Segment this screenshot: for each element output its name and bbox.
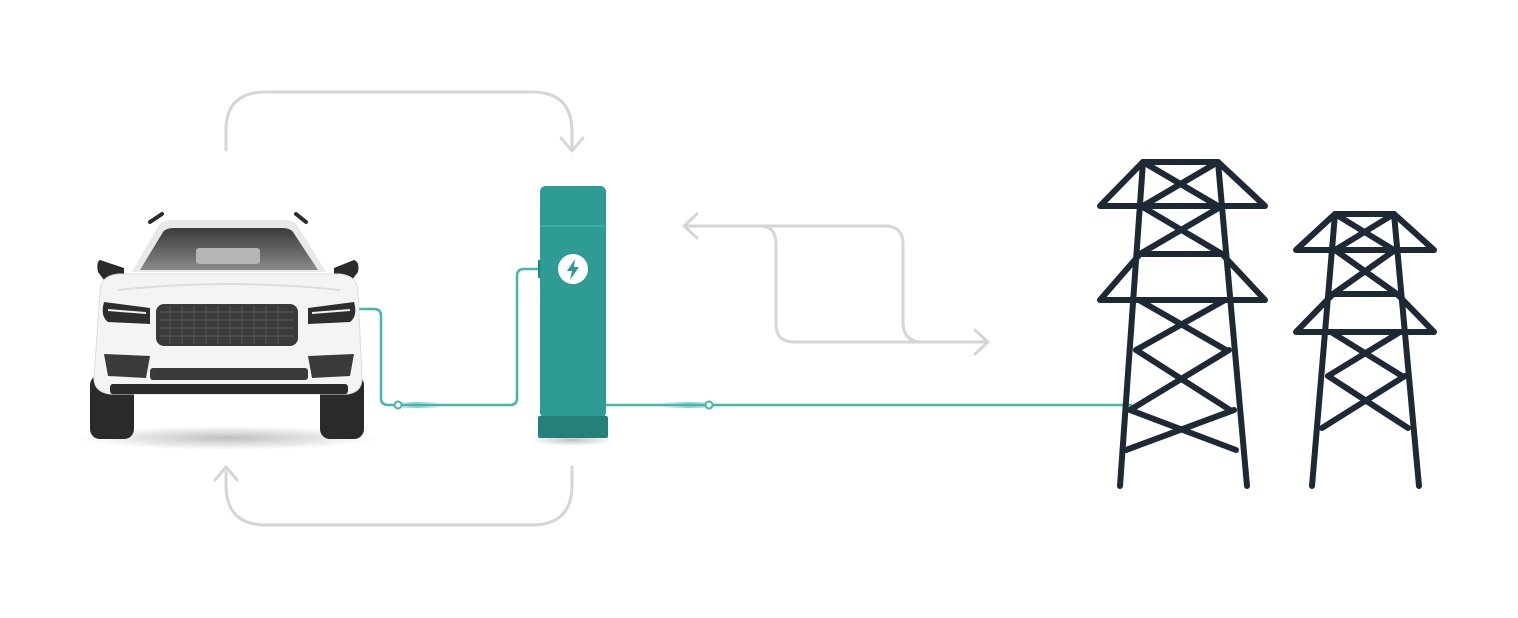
charging-station-icon xyxy=(530,186,614,446)
bottom-flow-arrow xyxy=(213,465,574,527)
export-arrow-line xyxy=(758,224,988,344)
cable-glow-right xyxy=(660,402,720,408)
pylon-small xyxy=(1293,211,1437,489)
cable-connector-left xyxy=(393,400,403,410)
top-arrow-head xyxy=(559,136,585,153)
return-arrow-head xyxy=(682,212,699,240)
export-arrow-head xyxy=(973,328,990,356)
car-grille xyxy=(156,304,298,346)
car-to-charger-cable xyxy=(354,267,540,407)
bidirectional-flow-arrows xyxy=(682,212,990,356)
lightning-bolt-icon xyxy=(567,259,579,280)
power-pylon-icon xyxy=(1097,159,1437,489)
cable-glow-left xyxy=(392,402,442,408)
cable-connector-right xyxy=(704,400,714,410)
return-arrow-line xyxy=(684,224,988,344)
car-icon xyxy=(78,212,378,450)
bottom-arrow-head xyxy=(213,465,239,482)
pylon-large xyxy=(1097,159,1268,489)
car-shadow xyxy=(78,426,378,450)
top-flow-arrow xyxy=(224,90,585,153)
